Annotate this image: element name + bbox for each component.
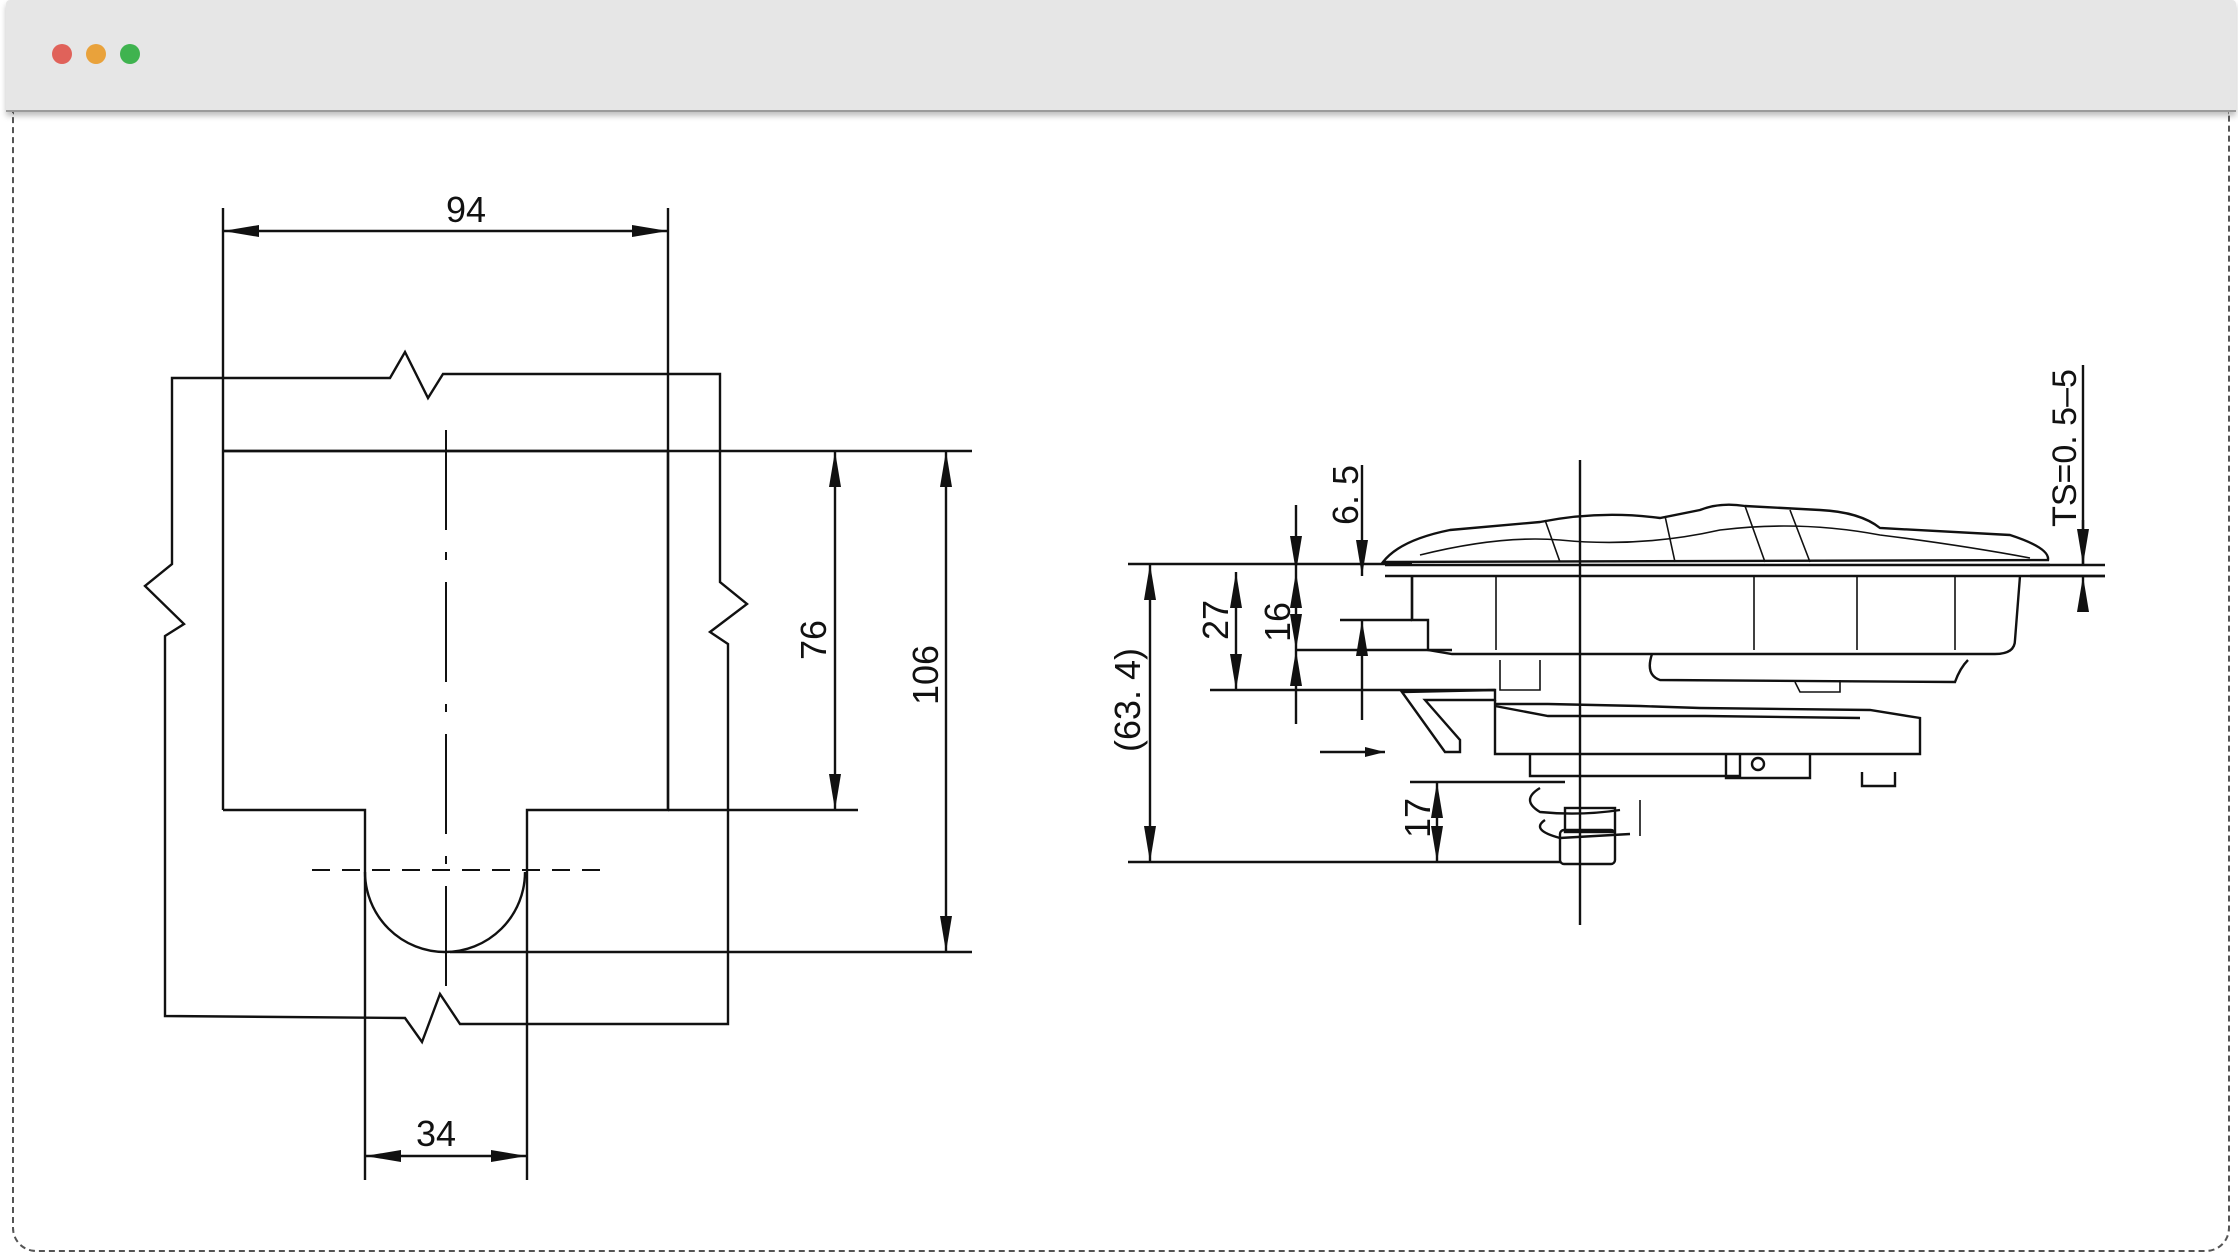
dim-94-label: 94: [446, 189, 486, 230]
minimize-window-button[interactable]: [86, 44, 106, 64]
panel-outline: [143, 349, 749, 1045]
panel-thickness-label: TS=0. 5–5: [2046, 369, 2084, 527]
dim-106-label: 106: [905, 645, 946, 705]
cutout-view: [143, 208, 972, 1180]
close-window-button[interactable]: [52, 44, 72, 64]
dim-17-label: 17: [1397, 798, 1438, 838]
dim-16-label: 16: [1257, 602, 1298, 642]
housing-body: [1410, 575, 2022, 656]
title-bar: [6, 0, 2236, 112]
dim-6-5-label: 6. 5: [1325, 465, 1366, 525]
side-view: [1128, 365, 2105, 925]
maximize-window-button[interactable]: [120, 44, 140, 64]
latch-hook: [1399, 688, 1497, 754]
dim-27-label: 27: [1195, 600, 1236, 640]
dim-34-label: 34: [416, 1113, 456, 1154]
dim-76-label: 76: [793, 620, 834, 660]
handle-cap: [1380, 503, 2050, 564]
content-area: [12, 112, 2230, 1252]
dim-63-4-label: (63. 4): [1107, 648, 1148, 752]
